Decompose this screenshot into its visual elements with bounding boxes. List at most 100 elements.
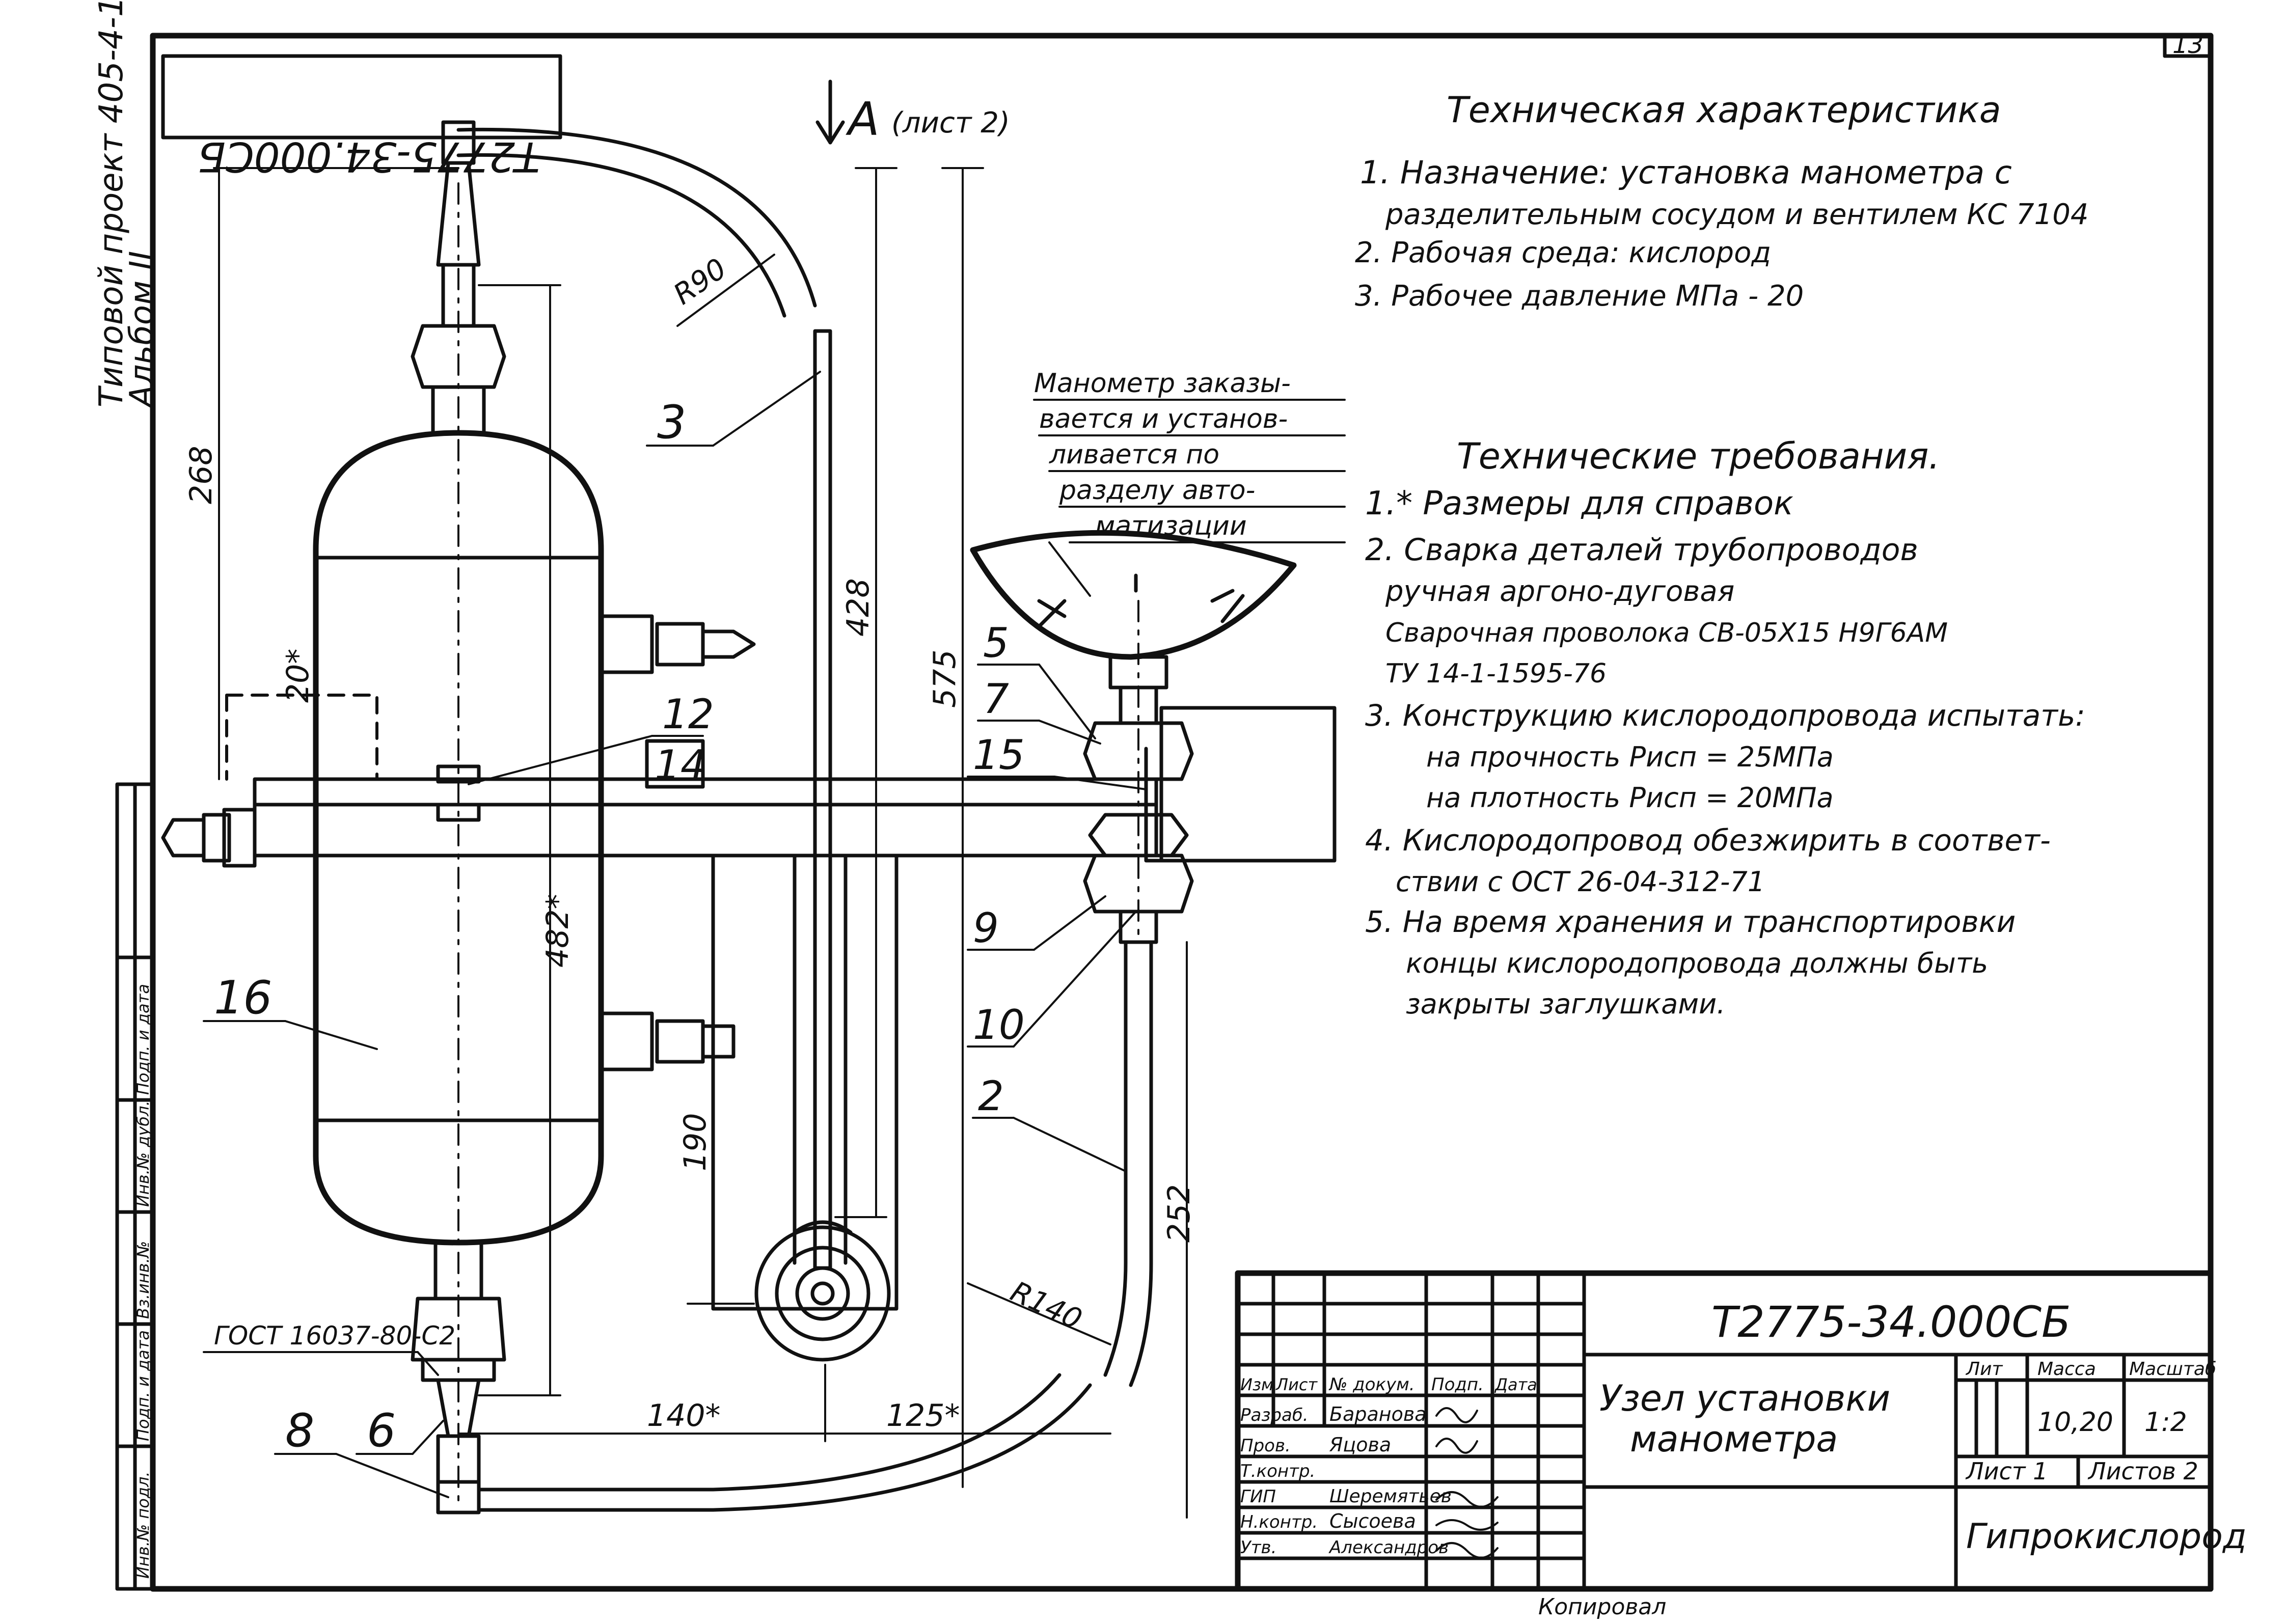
tb-name-5: Александров xyxy=(1328,1537,1449,1558)
sheet-number: 13 xyxy=(2172,31,2203,59)
tb-name-4: Сысоева xyxy=(1329,1510,1416,1532)
tb-name-line2: манометра xyxy=(1630,1418,1838,1460)
tech-char-line-1: разделительным сосудом и вентилем КС 710… xyxy=(1385,198,2089,231)
tech-req-line-9: ствии с ОСТ 26-04-312-71 xyxy=(1396,866,1765,898)
tech-req-line-6: на прочность Рисп = 25МПа xyxy=(1426,741,1834,773)
strip-label-2: Вз.инв.№ xyxy=(133,1241,153,1319)
tb-role-5: Утв. xyxy=(1240,1537,1276,1558)
tb-role-0: Разраб. xyxy=(1240,1405,1309,1425)
manometer xyxy=(970,530,1297,1387)
pos-10: 10 xyxy=(973,1001,1025,1049)
pos-9: 9 xyxy=(973,904,999,952)
dim-268: 268 xyxy=(183,446,219,504)
side-title-line2: Альбом II xyxy=(123,251,161,409)
left-valve xyxy=(161,808,257,868)
dim-252: 252 xyxy=(1161,1184,1197,1243)
title-block: Изм Лист № докум. Подп. Дата Разраб. Бар… xyxy=(1235,1270,2247,1592)
dim-575: 575 xyxy=(927,649,963,708)
strip-label-3: Инв.№ дубл. xyxy=(133,1100,153,1207)
view-a-marker: А (лист 2) xyxy=(815,79,1010,146)
mounting-plate xyxy=(225,694,1337,863)
tb-org: Гипрокислород xyxy=(1966,1517,2247,1557)
manometer-note-0: Манометр заказы- xyxy=(1034,368,1291,399)
pos-2: 2 xyxy=(978,1072,1004,1120)
tech-req-line-12: закрыты заглушками. xyxy=(1406,988,1725,1020)
left-approval-strip: Инв.№ подл. Подп. и дата Вз.инв.№ Инв.№ … xyxy=(115,782,155,1591)
tech-req-line-2: ручная аргоно-дуговая xyxy=(1385,575,1734,608)
tech-req-line-5: 3. Конструкцию кислородопровода испытать… xyxy=(1365,698,2085,733)
tech-req-line-8: 4. Кислородопровод обезжирить в соответ- xyxy=(1365,823,2051,858)
pos-12: 12 xyxy=(662,691,714,738)
tb-role-2: Т.контр. xyxy=(1240,1461,1315,1481)
tb-scale-label: Масштаб xyxy=(2129,1359,2216,1380)
tech-req-line-11: концы кислородопровода должны быть xyxy=(1406,947,1988,979)
tech-req-line-0: 1.* Размеры для справок xyxy=(1365,485,1793,522)
side-title: Типовой проект 405-4-105.84 Альбом II xyxy=(93,0,161,409)
clamp-12 xyxy=(436,764,481,822)
position-leaders: 3 5 7 15 9 10 2 12 14 16 8 6 xyxy=(203,371,1147,1498)
tb-mass-label: Масса xyxy=(2037,1359,2096,1380)
tb-designation: Т2775-34.000СБ xyxy=(1711,1297,2071,1347)
strip-label-0: Инв.№ подл. xyxy=(133,1471,153,1579)
tb-mass: 10,20 xyxy=(2037,1407,2113,1438)
tb-head-sign: Подп. xyxy=(1431,1374,1484,1395)
gost-label: ГОСТ 16037-80-С2 xyxy=(214,1321,455,1351)
pos-14: 14 xyxy=(655,741,706,789)
separation-vessel xyxy=(313,120,1092,1515)
pos-7: 7 xyxy=(983,675,1009,723)
tech-req-title: Технические требования. xyxy=(1457,435,1940,477)
dim-482: 482* xyxy=(540,894,576,968)
tech-req-line-10: 5. На время хранения и транспортировки xyxy=(1365,904,2016,939)
strip-label-1: Подп. и дата xyxy=(133,1330,153,1441)
tb-name-0: Баранова xyxy=(1329,1403,1427,1425)
tech-req-line-7: на плотность Рисп = 20МПа xyxy=(1426,782,1834,814)
manometer-note: Манометр заказы- вается и установ- ливае… xyxy=(1033,368,1346,597)
pos-16: 16 xyxy=(214,971,273,1025)
tb-head-date: Дата xyxy=(1494,1375,1537,1394)
tb-sheet: Лист 1 xyxy=(1965,1457,2048,1485)
tech-req-line-1: 2. Сварка деталей трубопроводов xyxy=(1365,532,1918,568)
strip-label-4: Подп. и дата xyxy=(133,984,153,1095)
tb-head-list: Лист xyxy=(1275,1375,1318,1394)
pos-6: 6 xyxy=(367,1404,396,1457)
tb-name-line1: Узел установки xyxy=(1599,1378,1890,1419)
tech-req-line-4: ТУ 14-1-1595-76 xyxy=(1385,658,1607,689)
dim-190: 190 xyxy=(677,1113,713,1171)
manometer-note-2: ливается по xyxy=(1049,439,1219,470)
footer-note: Копировал xyxy=(1538,1594,1666,1620)
tb-role-1: Пров. xyxy=(1240,1436,1291,1456)
tech-char-line-2: 2. Рабочая среда: кислород xyxy=(1355,236,1771,269)
tb-scale: 1:2 xyxy=(2144,1407,2187,1438)
view-a-note: (лист 2) xyxy=(891,106,1010,140)
tech-characteristic: Техническая характеристика 1. Назначение… xyxy=(1355,89,2089,313)
tech-requirements: Технические требования. 1.* Размеры для … xyxy=(1365,435,2085,1020)
tech-req-line-3: Сварочная проволока СВ-05Х15 Н9Г6АМ xyxy=(1385,618,1948,648)
manometer-note-1: вается и установ- xyxy=(1039,404,1288,434)
tb-head-doc: № докум. xyxy=(1328,1374,1415,1395)
pos-14-box xyxy=(645,739,705,789)
dim-140: 140* xyxy=(647,1398,721,1434)
tb-role-4: Н.контр. xyxy=(1240,1512,1318,1532)
pos-3: 3 xyxy=(657,396,686,449)
tb-role-3: ГИП xyxy=(1240,1487,1276,1507)
designation-mirrored-box: Т2775-34.000СБ xyxy=(161,54,562,180)
tb-lit-label: Лит xyxy=(1965,1359,2003,1380)
dim-125: 125* xyxy=(886,1398,960,1434)
tb-name-3: Шеремятьев xyxy=(1329,1486,1452,1507)
dim-20: 20* xyxy=(280,649,316,703)
tech-char-line-3: 3. Рабочее давление МПа - 20 xyxy=(1355,280,1804,313)
vertical-tube-3 xyxy=(711,329,899,1362)
dim-r140: R140 xyxy=(1005,1275,1087,1337)
manometer-note-3: разделу авто- xyxy=(1059,475,1255,506)
tb-name-1: Яцова xyxy=(1329,1434,1391,1456)
dim-428: 428 xyxy=(840,578,876,637)
manometer-note-4: матизации xyxy=(1095,511,1247,541)
tb-head-izm: Изм xyxy=(1240,1375,1273,1394)
tech-char-title: Техническая характеристика xyxy=(1447,89,2001,131)
pos-8: 8 xyxy=(285,1404,314,1457)
pos-15: 15 xyxy=(973,731,1025,779)
side-title-line1: Типовой проект 405-4-105.84 xyxy=(93,0,130,407)
tech-char-line-0: 1. Назначение: установка манометра с xyxy=(1360,154,2012,191)
dim-r90: R90 xyxy=(668,252,733,311)
